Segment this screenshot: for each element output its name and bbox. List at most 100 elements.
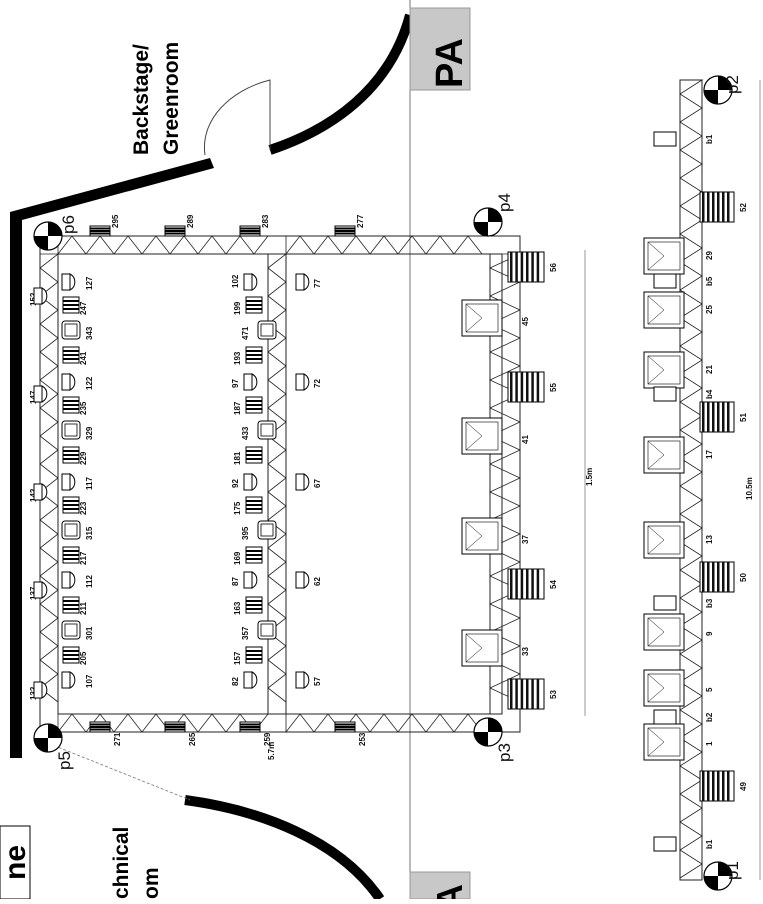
rig-point-p2 — [703, 75, 733, 105]
mid-hex-fixture — [245, 296, 263, 314]
mid-number: 92 — [231, 479, 240, 488]
lower-rig-fixture — [643, 669, 685, 707]
dimension-main: 1.5m — [585, 468, 594, 486]
outer-right-number: 295 — [111, 214, 120, 228]
outer-right-number: 289 — [186, 214, 195, 228]
top-truss-fixture — [33, 287, 48, 305]
upstage-hex-fixture — [62, 396, 80, 414]
lower-rig-number: 29 — [705, 251, 714, 260]
lower-rig-fixture — [643, 436, 685, 474]
mid-fixture — [243, 373, 258, 391]
mid-can-fixture — [257, 320, 277, 340]
outer-right-hex — [89, 225, 111, 237]
front-blinder — [507, 568, 545, 600]
front-rig-number: 33 — [521, 647, 530, 656]
mid-number: 97 — [231, 379, 240, 388]
lower-rig-number: 25 — [705, 305, 714, 314]
lower-rig-number: 17 — [705, 450, 714, 459]
lower-blinder-number: 51 — [739, 413, 748, 422]
rig-point-label: p1 — [723, 861, 742, 880]
lower-rig-fixture — [643, 521, 685, 559]
mid-hex-number: 163 — [233, 601, 242, 615]
outer-right-hex — [239, 225, 261, 237]
lower-rig-number: 5 — [705, 687, 714, 692]
top-truss-fixture — [33, 581, 48, 599]
front-blinder — [507, 678, 545, 710]
upstage-can-number: 343 — [85, 326, 94, 340]
upstage-fixture — [61, 273, 76, 291]
lower-blinder-number: 50 — [739, 573, 748, 582]
mid-hex-number: 199 — [233, 301, 242, 315]
mid-can-fixture — [257, 620, 277, 640]
upstage-hex-number: 229 — [79, 451, 88, 465]
partial-title: ne — [0, 845, 32, 880]
lower-b-fixture — [653, 836, 677, 852]
front-blinder — [507, 251, 545, 283]
mid-hex-number: 157 — [233, 651, 242, 665]
outer-right-hex — [334, 225, 356, 237]
mid-hex-number: 193 — [233, 351, 242, 365]
upstage-hex-fixture — [62, 496, 80, 514]
lower-b-fixture — [653, 273, 677, 289]
front-blinder-number: 53 — [549, 690, 558, 699]
outer-left-number: 265 — [188, 732, 197, 746]
upstage-can-fixture — [61, 520, 81, 540]
front-blinder-number: 56 — [549, 263, 558, 272]
upstage-number: 107 — [85, 674, 94, 688]
rig-point-label: p5 — [55, 751, 74, 770]
outer-left-number: 271 — [113, 732, 122, 746]
mid-hex-number: 187 — [233, 401, 242, 415]
upstage-can-fixture — [61, 420, 81, 440]
dimension-lower: 10.5m — [745, 477, 754, 500]
rig-point-label: p3 — [495, 743, 514, 762]
backstage-label-2: Greenroom — [160, 42, 183, 155]
top-truss-fixture — [33, 385, 48, 403]
upstage-number: 117 — [85, 477, 94, 490]
lower-b-fixture — [653, 131, 677, 147]
front-blinder-number: 55 — [549, 383, 558, 392]
technical-label-1: chnical — [110, 827, 133, 899]
stage-left-number: 72 — [313, 379, 322, 388]
mid-hex-fixture — [245, 596, 263, 614]
outer-left-hex — [164, 721, 186, 733]
mid-hex-fixture — [245, 346, 263, 364]
outer-left-number: 259 — [263, 732, 272, 746]
door-swing-tech — [39, 739, 191, 801]
lower-blinder-number: 52 — [739, 203, 748, 212]
dimension-left: 5.7m — [267, 742, 276, 760]
lower-blinder — [699, 191, 735, 223]
rig-point-label: p4 — [495, 193, 514, 212]
rig-point-p4 — [473, 207, 503, 237]
mid-fixture — [243, 273, 258, 291]
lower-rig-number: 21 — [705, 365, 714, 374]
upstage-hex-number: 205 — [79, 651, 88, 665]
lower-rig-fixture — [643, 237, 685, 275]
front-blinder — [507, 371, 545, 403]
mid-number: 87 — [231, 577, 240, 586]
rig-point-label: p2 — [723, 75, 742, 94]
upstage-hex-fixture — [62, 446, 80, 464]
lower-blinder — [699, 770, 735, 802]
lower-blinder-number: 49 — [739, 782, 748, 791]
lower-rig-fixture — [643, 723, 685, 761]
stage-left-number: 67 — [313, 479, 322, 488]
stage-left-number: 62 — [313, 577, 322, 586]
stage-left-number: 57 — [313, 677, 322, 686]
mid-hex-fixture — [245, 496, 263, 514]
stage-left-fixture — [295, 273, 310, 291]
upstage-hex-fixture — [62, 596, 80, 614]
upstage-can-number: 315 — [85, 526, 94, 540]
mid-hex-fixture — [245, 546, 263, 564]
backstage-label-1: Backstage/ — [130, 44, 153, 155]
outer-left-hex — [334, 721, 356, 733]
mid-hex-number: 181 — [233, 451, 242, 465]
rig-point-p3 — [473, 717, 503, 747]
mid-can-number: 433 — [241, 426, 250, 440]
mid-hex-number: 169 — [233, 551, 242, 565]
upstage-number: 127 — [85, 276, 94, 290]
upstage-hex-fixture — [62, 546, 80, 564]
upstage-number: 112 — [85, 575, 94, 588]
lower-b-number: b3 — [705, 598, 714, 608]
front-rig-fixture — [461, 517, 503, 555]
